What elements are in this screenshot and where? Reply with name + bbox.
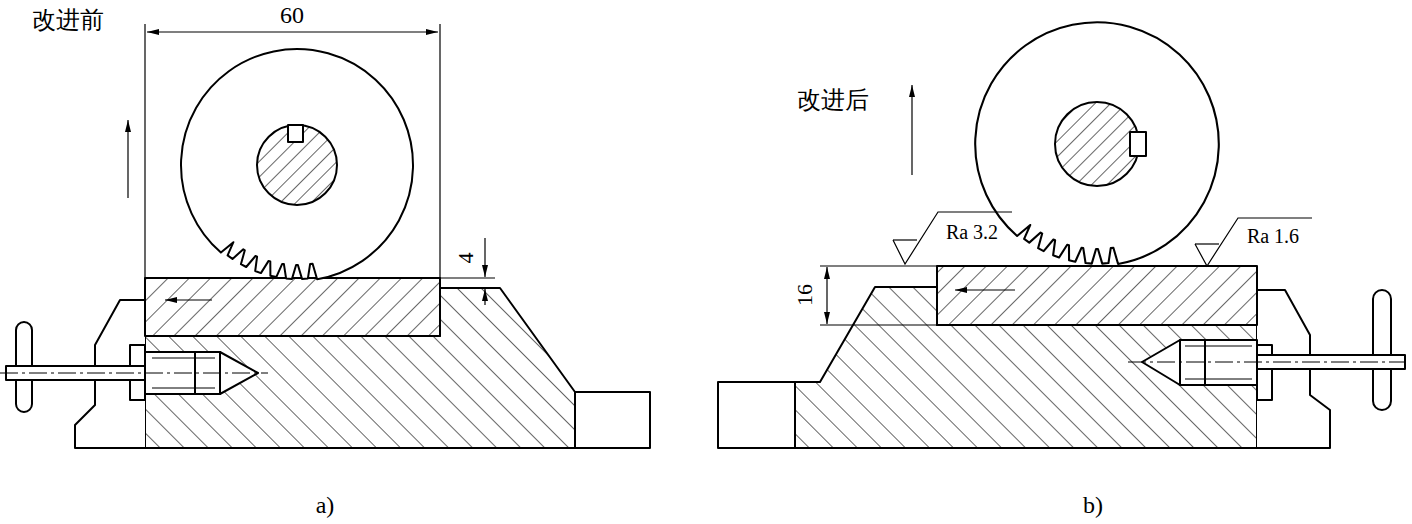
figure-label: b) [1083, 492, 1103, 518]
dimension-value: 4 [454, 253, 478, 264]
figure-heading: 改进前 [32, 7, 104, 33]
dimension-value: 60 [280, 2, 304, 28]
figure-label: a) [316, 492, 335, 518]
roughness-value: Ra 1.6 [1247, 225, 1299, 247]
figure-heading: 改进后 [797, 87, 869, 113]
roughness-value: Ra 3.2 [946, 221, 998, 243]
dimension-value: 16 [793, 284, 817, 306]
